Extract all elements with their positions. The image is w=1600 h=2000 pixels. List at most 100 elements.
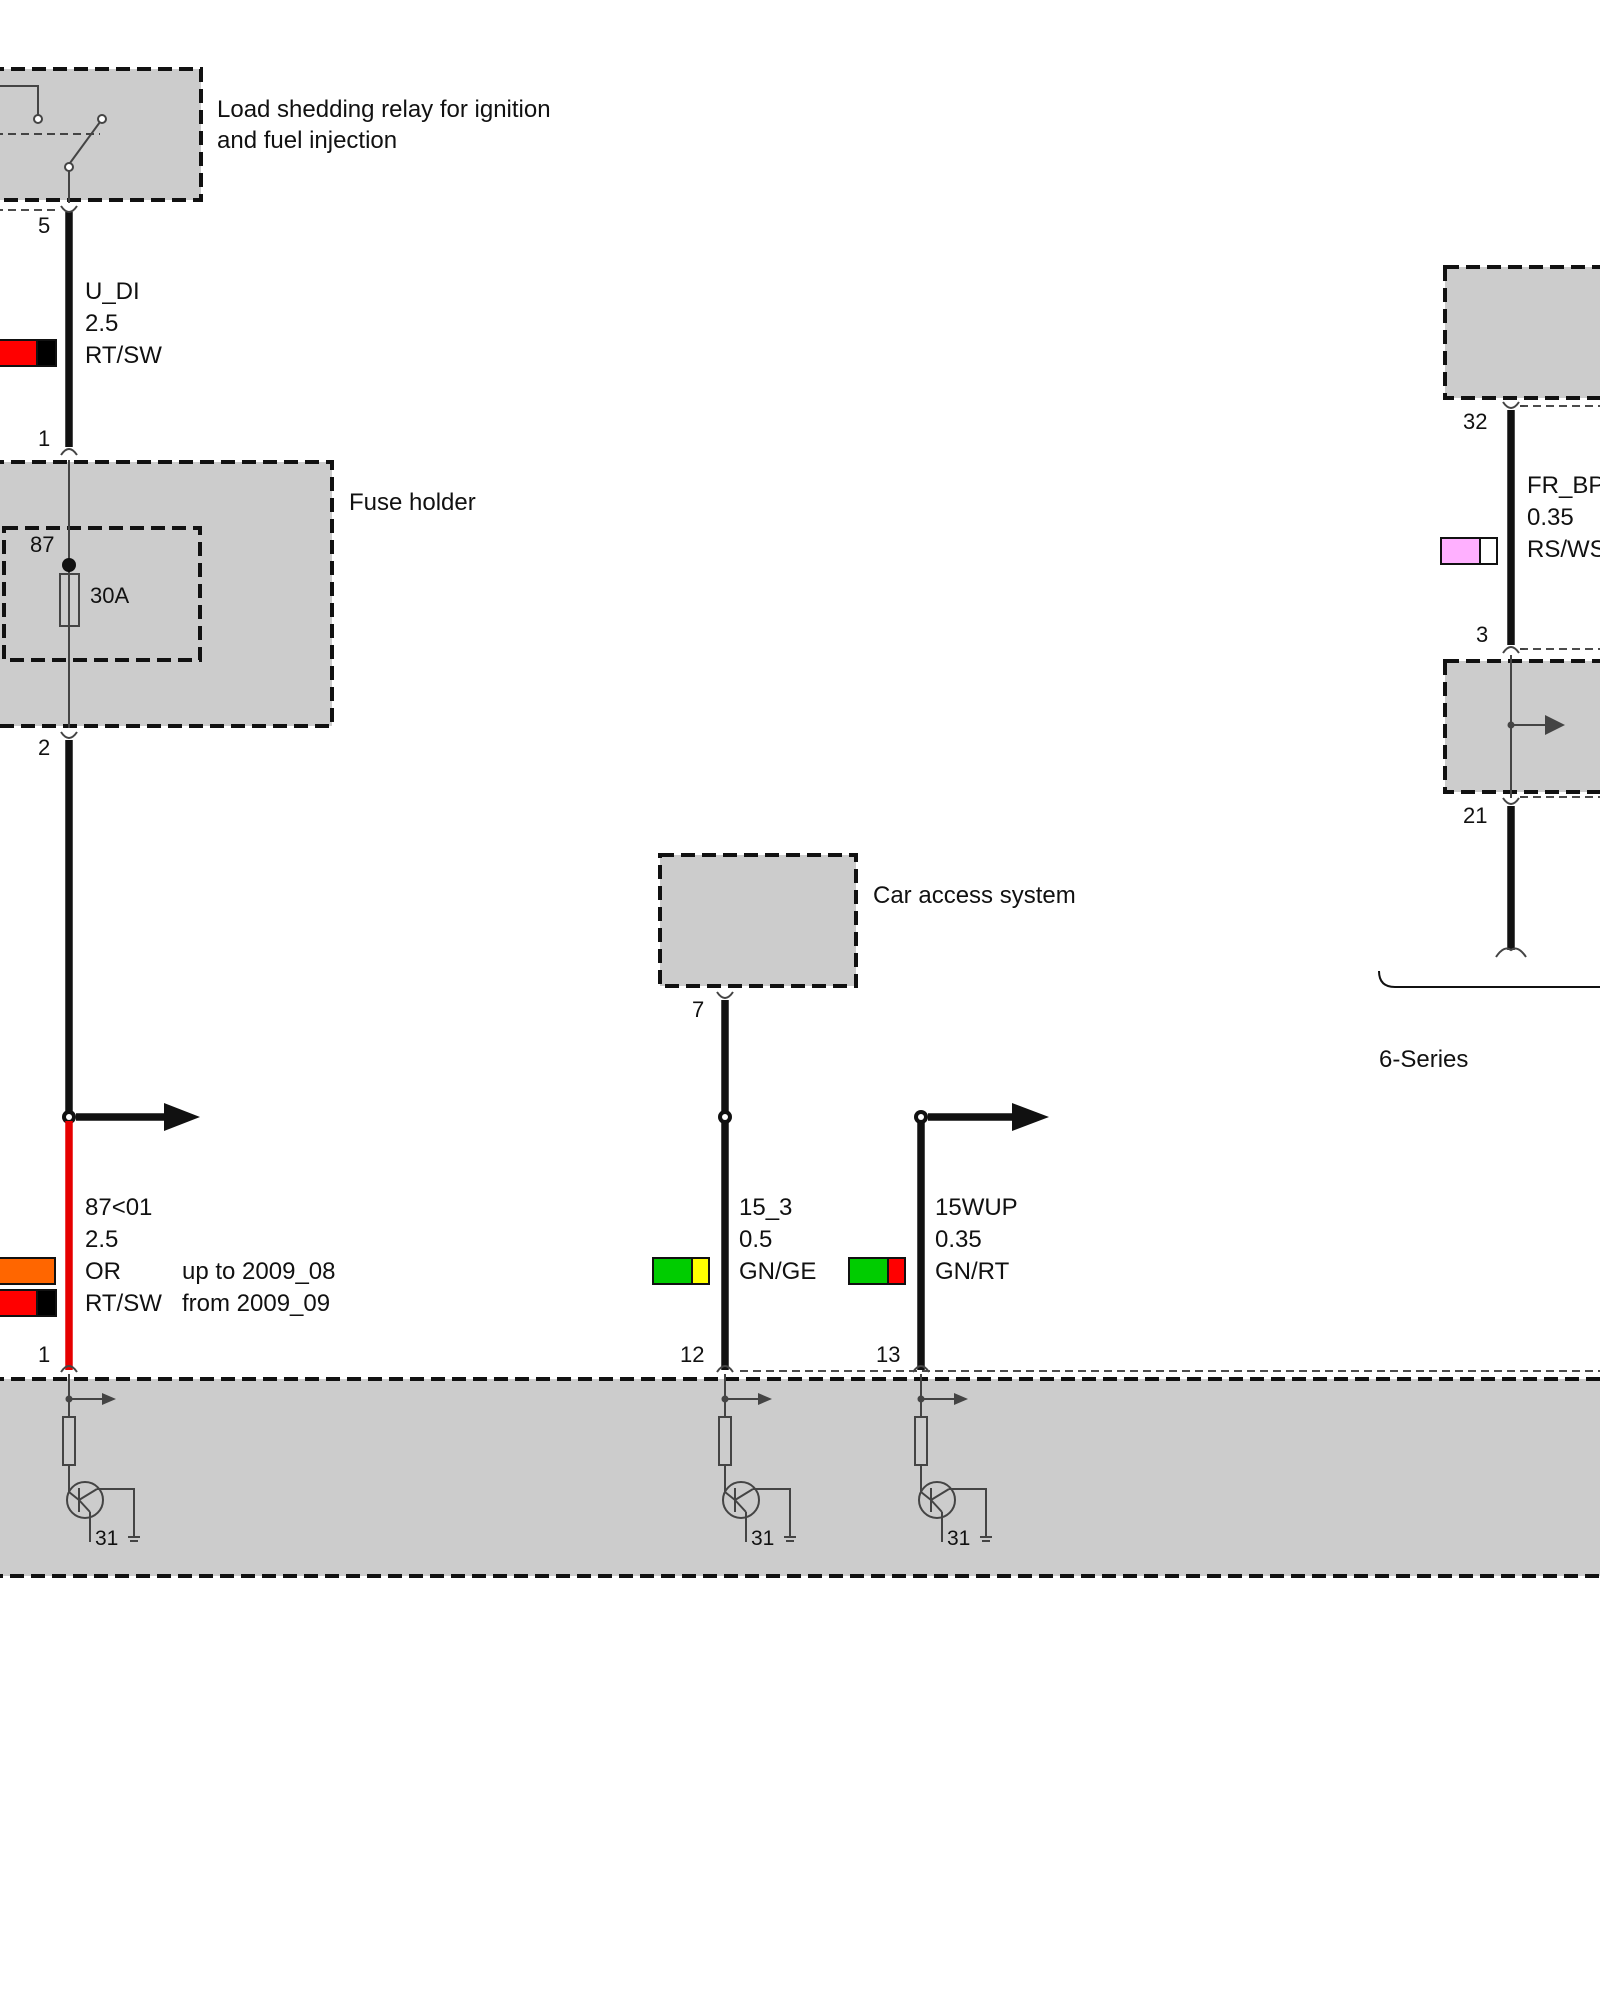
wire-u-di-signal: U_DI xyxy=(85,278,140,305)
relay-contact xyxy=(64,162,74,172)
fuse-holder: 1 87 30A Fuse holder 2 xyxy=(0,426,476,760)
fuse-symbol xyxy=(59,573,80,627)
car-access-system-pin: 7 xyxy=(692,997,704,1022)
car-access-system-label: Car access system xyxy=(873,882,1076,909)
wire-15wup-node-center xyxy=(918,1114,924,1120)
connector-hook xyxy=(912,1365,930,1373)
wire-87: 87<01 2.5 OR up to 2009_08 RT/SW from 20… xyxy=(0,1121,335,1370)
connector-hook xyxy=(60,731,78,739)
six-series-label: 6-Series xyxy=(1379,1046,1468,1073)
connector-hook xyxy=(60,448,78,456)
right-module: 32 xyxy=(1443,265,1600,434)
right-module-box xyxy=(1443,265,1600,400)
transistor-icon xyxy=(66,1481,104,1519)
wire-87-size: 2.5 xyxy=(85,1226,118,1253)
connector-hook xyxy=(1502,401,1520,409)
relay-contact xyxy=(97,114,107,124)
fuse-holder-pin-in: 1 xyxy=(38,426,50,451)
wire-15wup-swatch-main xyxy=(848,1257,889,1285)
wire-87-swatch-2-main xyxy=(0,1289,38,1317)
transistor-circuit-c: 31 xyxy=(914,1374,992,1550)
fuse-node xyxy=(62,558,76,572)
wire-15-3-node-center xyxy=(722,1114,728,1120)
output-arrow-icon xyxy=(102,1393,116,1405)
right-module-pin: 32 xyxy=(1463,409,1487,434)
wire-15wup-size: 0.35 xyxy=(935,1226,982,1253)
wire-u-di-swatch-stripe xyxy=(36,339,57,367)
relay-contact xyxy=(33,114,43,124)
right-switch: 3 21 xyxy=(1443,622,1600,958)
connector-hook xyxy=(1502,797,1520,805)
wire-fr-bp-swatch-stripe xyxy=(1479,537,1498,565)
six-series-brace xyxy=(1378,970,1600,988)
fuse-rating: 30A xyxy=(90,583,129,608)
wire-15wup-color-code: GN/RT xyxy=(935,1258,1010,1285)
wire-15-3-size: 0.5 xyxy=(739,1226,772,1253)
connector-hook xyxy=(716,1365,734,1373)
wire-fr-bp-swatch-main xyxy=(1440,537,1481,565)
transistor-circuit-b: 31 xyxy=(718,1374,796,1550)
connector-hook xyxy=(1502,646,1520,654)
wire-15wup-arrow-icon xyxy=(1012,1103,1049,1131)
load-shedding-relay: Load shedding relay for ignition and fue… xyxy=(0,67,551,238)
bottom-module-pin-c: 13 xyxy=(876,1342,900,1367)
wire-u-di-color-code: RT/SW xyxy=(85,342,162,369)
wire-15wup-signal: 15WUP xyxy=(935,1194,1018,1221)
connector-hook xyxy=(60,1365,78,1373)
wire-87-note-1: up to 2009_08 xyxy=(182,1258,335,1285)
wire-87-color-code-1: OR xyxy=(85,1258,121,1285)
wire-fr-bp-signal: FR_BP xyxy=(1527,472,1600,499)
relay-switch-blade xyxy=(69,121,101,164)
wire-87-color-code-2: RT/SW xyxy=(85,1290,162,1317)
wire-87-signal: 87<01 xyxy=(85,1194,152,1221)
fuse-inner-pin: 87 xyxy=(30,532,54,557)
ground-label-a: 31 xyxy=(95,1527,118,1550)
transistor-circuit-a: 31 xyxy=(62,1374,140,1550)
bottom-module-box xyxy=(0,1377,1600,1578)
output-arrow-icon xyxy=(954,1393,968,1405)
wire-fr-bp-size: 0.35 xyxy=(1527,504,1574,531)
wire-fr-bp-color-code: RS/WS xyxy=(1527,536,1600,563)
fuse-holder-box xyxy=(0,460,334,728)
wire-15-3: 15_3 0.5 GN/GE xyxy=(652,1000,816,1370)
six-series-group: 6-Series xyxy=(1378,970,1600,1073)
junction-arrow-icon xyxy=(164,1103,200,1131)
junction-node-center xyxy=(66,1114,72,1120)
ground-icon xyxy=(128,1536,140,1542)
wire-u-di-size: 2.5 xyxy=(85,310,118,337)
wire-15wup: 15WUP 0.35 GN/RT xyxy=(848,1103,1049,1370)
transistor-icon xyxy=(918,1481,956,1519)
wire-end-hook xyxy=(1495,947,1527,958)
wire-fr-bp: FR_BP 0.35 RS/WS xyxy=(1440,410,1600,645)
wire-15-3-signal: 15_3 xyxy=(739,1194,792,1221)
wire-15wup-swatch-stripe xyxy=(887,1257,906,1285)
output-arrow-icon xyxy=(1545,715,1565,735)
connector-hook xyxy=(60,205,78,213)
ground-icon xyxy=(980,1536,992,1542)
car-access-system: Car access system 7 xyxy=(658,853,1076,1022)
bottom-module-pin-a: 1 xyxy=(38,1342,50,1367)
wire-87-swatch-2-stripe xyxy=(36,1289,57,1317)
car-access-system-box xyxy=(658,853,858,988)
relay-label-line1: Load shedding relay for ignition xyxy=(217,96,551,123)
wire-87-swatch-1 xyxy=(0,1257,56,1285)
ground-label-b: 31 xyxy=(751,1527,774,1550)
relay-coil-line xyxy=(0,85,39,118)
wire-u-di-swatch-main xyxy=(0,339,38,367)
right-switch-pin-in: 3 xyxy=(1476,622,1488,647)
ground-icon xyxy=(784,1536,796,1542)
load-shedding-relay-box xyxy=(0,67,203,202)
transistor-leads xyxy=(920,1488,987,1542)
transistor-leads xyxy=(68,1488,135,1542)
wire-15-3-swatch-stripe xyxy=(691,1257,710,1285)
fuse-holder-label: Fuse holder xyxy=(349,489,476,516)
wire-u-di: U_DI 2.5 RT/SW xyxy=(0,205,162,456)
right-switch-pin-out: 21 xyxy=(1463,803,1487,828)
fuse-holder-pin-out: 2 xyxy=(38,735,50,760)
wire-15-3-color-code: GN/GE xyxy=(739,1258,816,1285)
transistor-leads xyxy=(724,1488,791,1542)
relay-label-line2: and fuel injection xyxy=(217,127,397,154)
relay-pin-number: 5 xyxy=(38,213,50,238)
wire-15-3-swatch-main xyxy=(652,1257,693,1285)
